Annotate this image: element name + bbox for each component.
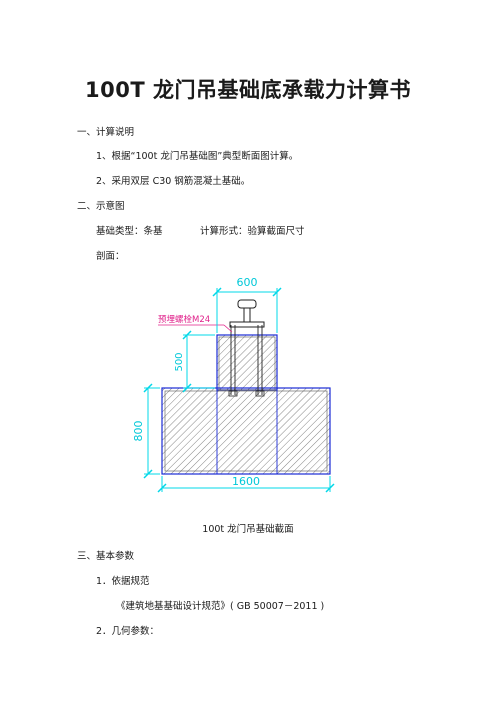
base-slab [161, 387, 331, 475]
section-1-item-1: 1、根据“100t 龙门吊基础图”典型断面图计算。 [96, 151, 299, 162]
dim-top: 600 [237, 276, 258, 289]
dimension-lines [143, 287, 335, 493]
bolt-label: 预埋螺栓M24 [158, 314, 210, 325]
page-title: 100T 龙门吊基础底承载力计算书 [85, 78, 411, 102]
section-3-item-2: 2．几何参数： [96, 626, 160, 637]
pedestal [216, 334, 278, 391]
dim-left-upper: 500 [174, 352, 185, 371]
section-1-heading: 一、计算说明 [77, 127, 135, 138]
dim-left-total: 800 [132, 421, 145, 442]
foundation-section-drawing: 预埋螺栓M24 [120, 270, 350, 500]
design-code: 《建筑地基基础设计规范》( GB 50007－2011 ) [116, 601, 325, 612]
foundation-type: 基础类型：条基 [96, 226, 163, 237]
calc-form: 计算形式：验算截面尺寸 [200, 226, 305, 237]
section-3-heading: 三、基本参数 [77, 551, 135, 562]
foundation-section-svg: 预埋螺栓M24 [132, 276, 335, 493]
section-label: 剖面： [96, 251, 125, 262]
section-3-item-1: 1．依据规范 [96, 576, 150, 587]
section-1-item-2: 2、采用双层 C30 钢筋混凝土基础。 [96, 176, 251, 187]
dim-bottom: 1600 [232, 475, 260, 488]
section-2-heading: 二、示意图 [77, 201, 125, 212]
figure-caption: 100t 龙门吊基础截面 [202, 524, 294, 535]
anchor-bolts [228, 325, 265, 397]
crane-rail [229, 299, 265, 328]
